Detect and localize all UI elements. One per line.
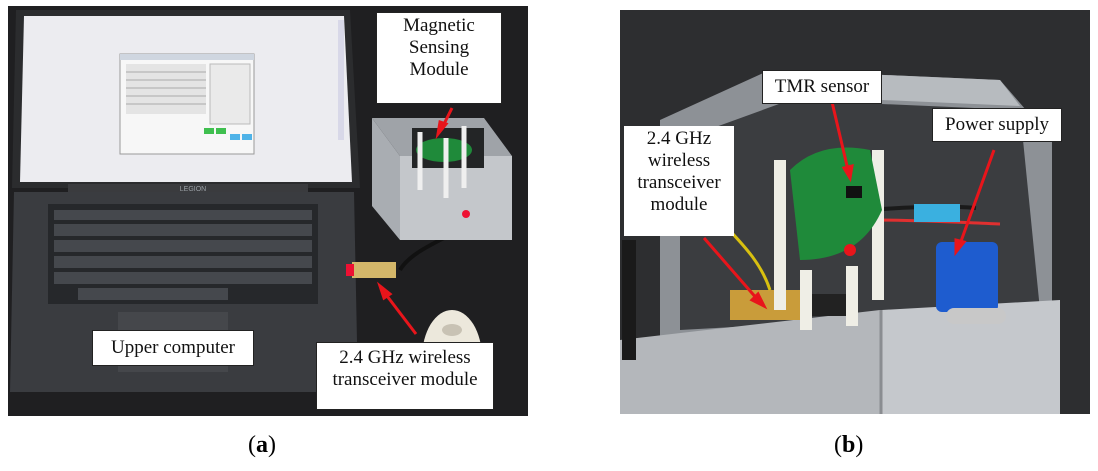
- photo-experimental-setup: LEGION Magnetic Sensing: [8, 6, 528, 416]
- label-tmr-sensor: TMR sensor: [762, 70, 882, 104]
- usb-cable: [398, 234, 449, 272]
- box-front-left: [620, 310, 882, 414]
- antenna: [622, 240, 636, 360]
- laptop-brand: LEGION: [180, 186, 206, 193]
- software-grid: [126, 64, 206, 114]
- software-button-blue-1: [230, 134, 240, 140]
- label-wireless-b-line1: 2.4 GHz: [646, 128, 712, 149]
- arrows-panel-b: [702, 101, 996, 310]
- keyboard: [48, 204, 318, 304]
- wireless-module: [730, 290, 810, 320]
- battery: [936, 242, 998, 312]
- wireless-module-connector: [810, 294, 850, 316]
- sensor-led: [462, 210, 470, 218]
- software-titlebar: [120, 54, 254, 60]
- panel-letter-a: (a): [248, 432, 276, 458]
- panel-letter-b: (b): [834, 432, 864, 458]
- label-magnetic-line1: Magnetic: [403, 15, 475, 36]
- metal-cylinder: [946, 308, 1006, 324]
- label-wireless-a-line1: 2.4 GHz wireless: [339, 347, 471, 368]
- arrows-panel-a: [376, 107, 454, 335]
- screen-sidebar: [338, 20, 344, 140]
- tmr-pcb: [790, 147, 882, 260]
- sensor-box-side: [372, 118, 400, 240]
- label-wireless-b-line3: transceiver: [637, 171, 721, 193]
- usb-dongle: [352, 262, 396, 278]
- keyboard-keys: [54, 210, 312, 300]
- laptop-hinge: [68, 184, 308, 192]
- label-wireless-module-a: 2.4 GHz wireless transceiver module: [316, 342, 494, 410]
- software-button-green-2: [216, 128, 226, 134]
- usb-dongle-led: [346, 264, 354, 276]
- tmr-chip: [846, 186, 862, 198]
- connector-blue: [914, 204, 960, 222]
- label-power-supply: Power supply: [932, 108, 1062, 142]
- label-wireless-b-line2: wireless: [647, 149, 711, 171]
- software-button-blue-2: [242, 134, 252, 140]
- sensor-standoffs: [417, 126, 467, 198]
- software-button-green-1: [204, 128, 214, 134]
- label-magnetic-line2: Sensing: [408, 36, 470, 58]
- box-front-right: [882, 300, 1060, 414]
- label-upper-computer: Upper computer: [92, 330, 254, 366]
- label-wireless-b-line4: module: [650, 193, 708, 215]
- label-wireless-a-line2: transceiver module: [332, 368, 478, 390]
- sensor-box-front: [400, 156, 512, 240]
- photo-sensor-interior: TMR sensor Power supply 2.4 GHz wireless…: [620, 10, 1090, 414]
- label-wireless-module-b: 2.4 GHz wireless transceiver module: [624, 126, 734, 236]
- mouse-wheel: [442, 324, 462, 336]
- interior-illustration: [620, 10, 1090, 414]
- software-controls: [209, 63, 251, 125]
- pcb-arrow-marker: [844, 244, 856, 256]
- label-magnetic-sensing-module: Magnetic Sensing Module: [376, 12, 502, 104]
- label-magnetic-line3: Module: [409, 58, 469, 80]
